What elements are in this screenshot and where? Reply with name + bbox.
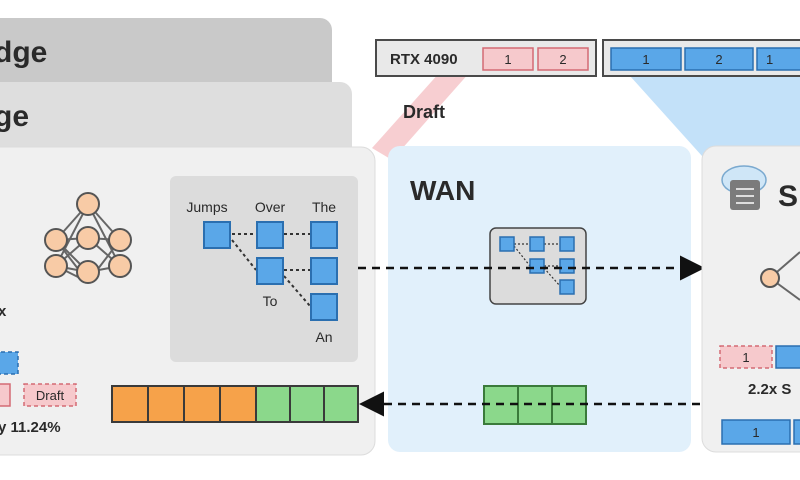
gpu-slot-1 <box>482 47 534 71</box>
server-bottom-slot-2 <box>793 419 800 445</box>
tree-word-jumps: Jumps <box>186 199 227 215</box>
output-token-green-2 <box>289 385 325 423</box>
server-slot-2 <box>684 47 754 71</box>
wan-tree-mini <box>513 243 561 287</box>
edge-card-back-title: dge <box>0 36 47 69</box>
output-token-strip <box>111 385 359 423</box>
output-token-green-1 <box>255 385 291 423</box>
tree-word-to: To <box>263 293 278 309</box>
output-token-orange-3 <box>183 385 221 423</box>
server-slot-3-label: 1 <box>766 52 773 67</box>
server-panel <box>701 145 800 453</box>
server-title: S <box>778 180 798 213</box>
output-token-green-3 <box>323 385 359 423</box>
server-slot-1-label: 1 <box>642 52 649 67</box>
tree-word-an: An <box>315 329 332 345</box>
edge-card-middle-title: ge <box>0 100 29 133</box>
tree-word-over: Over <box>255 199 286 215</box>
server-cloud-icon <box>721 165 767 210</box>
output-token-orange-1 <box>111 385 149 423</box>
server-speedup: 2.2x S <box>748 381 791 398</box>
server-draft-slot <box>719 345 773 369</box>
server-verify-slot <box>775 345 800 369</box>
edge-partial-text: x <box>0 303 7 320</box>
gpu-slot-2-label: 2 <box>559 52 566 67</box>
wan-mini-node-2 <box>529 236 545 252</box>
edge-draft-tag <box>23 383 77 407</box>
edge-blue-token <box>0 351 19 375</box>
wan-accepted-2 <box>517 385 553 425</box>
wan-mini-node-6 <box>559 279 575 295</box>
tree-word-the: The <box>312 199 336 215</box>
server-draft-slot-label: 1 <box>742 350 749 365</box>
server-slot-3 <box>756 47 800 71</box>
edge-draft-tag-label: Draft <box>36 388 65 403</box>
tree-node-to-child <box>310 257 338 285</box>
wan-mini-node-4 <box>529 258 545 274</box>
gpu-label: RTX 4090 <box>390 51 458 68</box>
tree-node-the <box>310 221 338 249</box>
tree-node-over <box>256 221 284 249</box>
output-token-orange-4 <box>219 385 257 423</box>
tree-node-to <box>256 257 284 285</box>
wan-mini-node-5 <box>559 258 575 274</box>
wan-title: WAN <box>410 175 475 206</box>
server-slot-1 <box>610 47 682 71</box>
draft-projection <box>372 72 470 160</box>
edge-pink-token <box>0 383 11 407</box>
draft-label: Draft <box>403 102 445 122</box>
gpu-slot-1-label: 1 <box>504 52 511 67</box>
tree-node-jumps <box>203 221 231 249</box>
token-tree-connectors <box>231 233 311 307</box>
neural-network-icon <box>44 192 132 284</box>
server-neural-icon <box>760 251 800 301</box>
server-bottom-slot-label: 1 <box>752 425 759 440</box>
tree-node-an <box>310 293 338 321</box>
wan-mini-node-1 <box>499 236 515 252</box>
gpu-slot-2 <box>537 47 589 71</box>
server-bottom-slot <box>721 419 791 445</box>
edge-accuracy-text: y 11.24% <box>0 419 61 436</box>
server-slot-2-label: 2 <box>715 52 722 67</box>
wan-mini-node-3 <box>559 236 575 252</box>
output-token-orange-2 <box>147 385 185 423</box>
